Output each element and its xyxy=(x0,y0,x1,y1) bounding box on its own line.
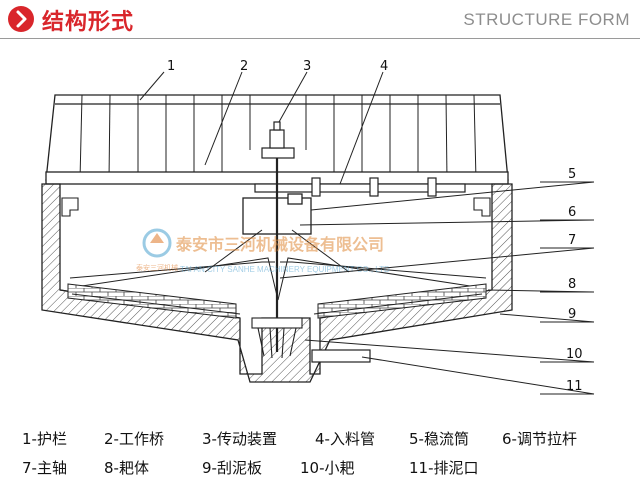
legend-item: 8-耙体 xyxy=(104,459,149,477)
callout-5: 5 xyxy=(568,167,576,182)
legend-item: 9-刮泥板 xyxy=(202,459,262,477)
legend-item: 5-稳流筒 xyxy=(409,430,469,448)
watermark: 泰安三河机械 泰安市三河机械设备有限公司 TAI AN CITY SANHE M… xyxy=(136,228,390,274)
wall-bracket xyxy=(61,197,491,217)
chevron-right-icon xyxy=(8,6,34,32)
callout-3: 3 xyxy=(303,59,311,74)
rake-body xyxy=(69,229,487,301)
callout-6: 6 xyxy=(568,205,576,220)
callout-10: 10 xyxy=(566,347,583,362)
callout-1: 1 xyxy=(167,59,175,74)
scraper-blades xyxy=(67,283,487,319)
legend-item: 6-调节拉杆 xyxy=(502,430,577,448)
callout-11: 11 xyxy=(566,379,583,394)
callout-4: 4 xyxy=(380,59,388,74)
watermark-company-cn: 泰安市三河机械设备有限公司 xyxy=(175,235,384,254)
legend-item: 3-传动装置 xyxy=(202,430,277,448)
callout-8: 8 xyxy=(568,277,576,292)
legend-item: 4-入料管 xyxy=(315,430,375,448)
watermark-company-en: TAI AN CITY SANHE MACHINERY EQUIPMENT CO… xyxy=(180,265,390,274)
feed-pipe xyxy=(254,177,466,197)
callout-2: 2 xyxy=(240,59,248,74)
legend-item: 10-小耙 xyxy=(300,459,355,477)
watermark-logo-caption: 泰安三河机械 xyxy=(136,263,178,272)
drive-unit xyxy=(261,121,295,159)
legend-item: 2-工作桥 xyxy=(104,430,164,448)
page-subtitle: STRUCTURE FORM xyxy=(463,10,630,29)
callout-9: 9 xyxy=(568,307,576,322)
page-title: 结构形式 xyxy=(42,10,135,35)
legend-item: 7-主轴 xyxy=(22,459,67,477)
legend-item: 11-排泥口 xyxy=(409,459,479,477)
discharge-outlet xyxy=(311,349,371,363)
small-rake xyxy=(251,317,303,359)
leader-lines xyxy=(139,71,595,395)
header-divider xyxy=(0,38,640,39)
callout-7: 7 xyxy=(568,233,576,248)
thickener-diagram: 泰安三河机械 泰安市三河机械设备有限公司 TAI AN CITY SANHE M… xyxy=(41,59,595,395)
header: 结构形式 STRUCTURE FORM xyxy=(0,0,640,40)
legend-item: 1-护栏 xyxy=(22,430,67,448)
